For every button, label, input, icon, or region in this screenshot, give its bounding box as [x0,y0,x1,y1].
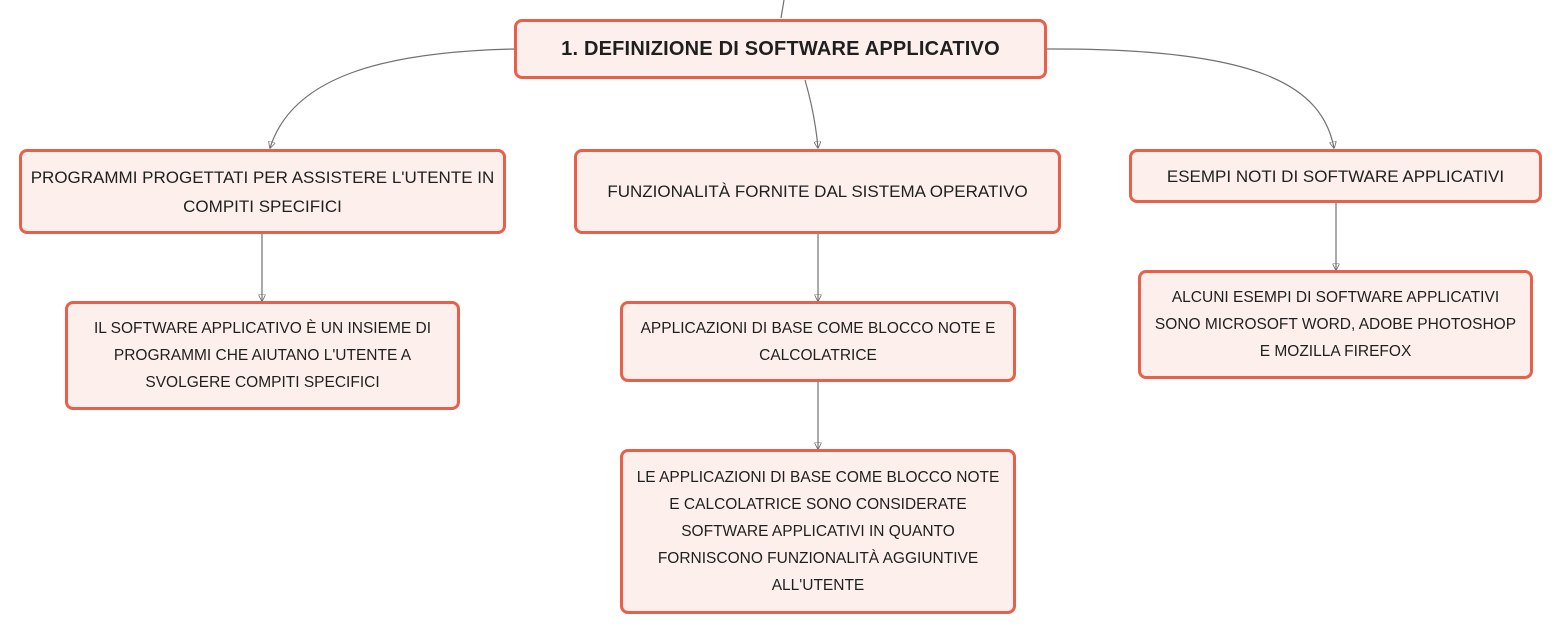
root-node-label: 1. DEFINIZIONE DI SOFTWARE APPLICATIVO [561,37,1000,60]
connector-root-to-programmi [270,48,515,148]
root-node[interactable]: 1. DEFINIZIONE DI SOFTWARE APPLICATIVO [514,19,1047,79]
leaf-node-insieme[interactable]: IL SOFTWARE APPLICATIVO È UN INSIEME DI … [65,301,460,410]
incoming-connector [780,0,785,19]
branch-node-esempi[interactable]: ESEMPI NOTI DI SOFTWARE APPLICATIVI [1129,149,1542,203]
connector-root-to-funzionalita [804,79,818,148]
branch-node-programmi[interactable]: PROGRAMMI PROGETTATI PER ASSISTERE L'UTE… [19,149,506,234]
connector-root-to-esempi [1046,48,1334,148]
branch-node-label: ESEMPI NOTI DI SOFTWARE APPLICATIVI [1166,166,1505,186]
branch-node-label: PROGRAMMI PROGETTATI PER ASSISTERE L'UTE… [30,167,495,216]
leaf-node-alcuni[interactable]: ALCUNI ESEMPI DI SOFTWARE APPLICATIVI SO… [1138,270,1533,379]
leaf-node-label: APPLICAZIONI DI BASE COME BLOCCO NOTE E … [640,319,996,364]
branch-node-funzionalita[interactable]: FUNZIONALITÀ FORNITE DAL SISTEMA OPERATI… [574,149,1061,234]
leaf-node-label: ALCUNI ESEMPI DI SOFTWARE APPLICATIVI SO… [1154,289,1517,360]
branch-node-label: FUNZIONALITÀ FORNITE DAL SISTEMA OPERATI… [607,182,1028,201]
leaf-node-label: IL SOFTWARE APPLICATIVO È UN INSIEME DI … [93,320,432,391]
leaf-node-applicazioni[interactable]: APPLICAZIONI DI BASE COME BLOCCO NOTE E … [620,301,1016,382]
leaf-node-label: LE APPLICAZIONI DI BASE COME BLOCCO NOTE… [636,469,1000,594]
leaf-node-considerate[interactable]: LE APPLICAZIONI DI BASE COME BLOCCO NOTE… [620,449,1016,614]
